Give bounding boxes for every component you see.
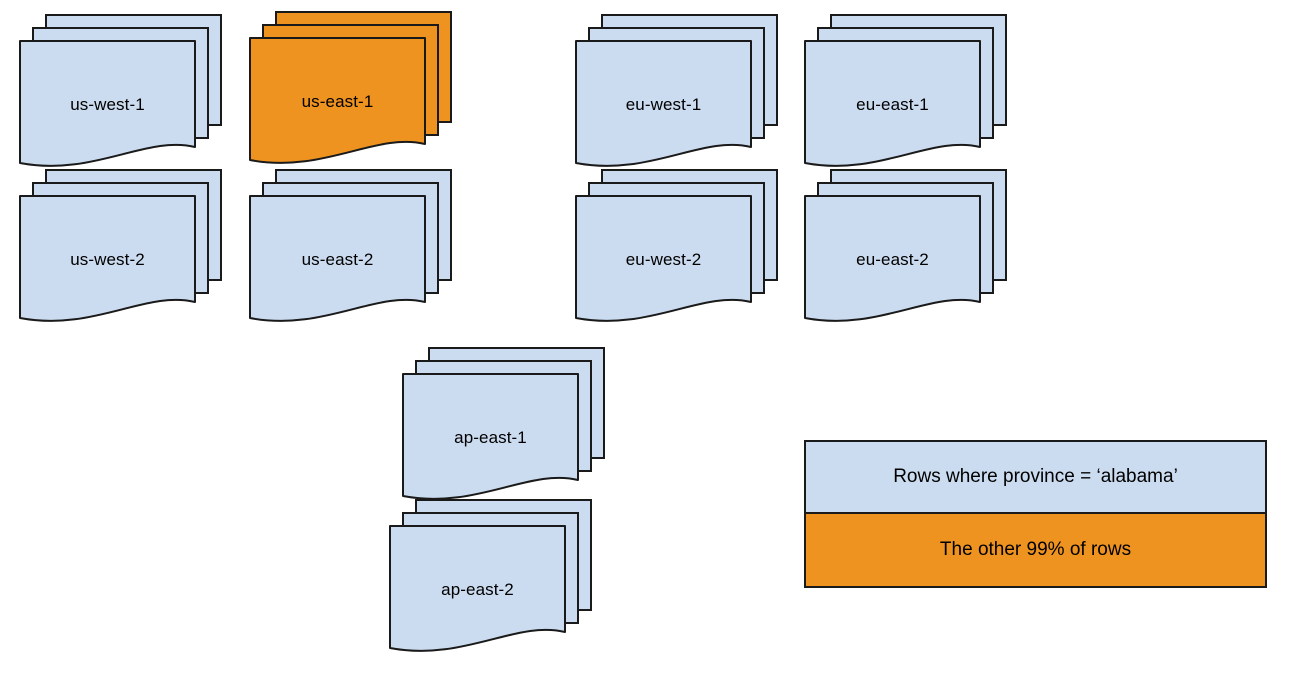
region-stack-us-west-2[interactable]: us-west-2 [19,169,230,325]
legend-row-other: The other 99% of rows [806,514,1265,586]
region-stack-us-east-2[interactable]: us-east-2 [249,169,460,325]
legend-label-alabama: Rows where province = ‘alabama’ [893,466,1178,487]
stack-sheet-front [402,373,579,500]
region-stack-us-west-1[interactable]: us-west-1 [19,14,230,170]
legend-box: Rows where province = ‘alabama’ The othe… [804,440,1267,588]
stack-sheet-front [19,40,196,167]
stack-sheet-front [389,525,566,652]
stack-sheet-front [575,195,752,322]
stack-sheet-front [804,195,981,322]
stack-sheet-front [804,40,981,167]
region-stack-eu-west-1[interactable]: eu-west-1 [575,14,786,170]
region-stack-eu-east-1[interactable]: eu-east-1 [804,14,1015,170]
region-stack-us-east-1[interactable]: us-east-1 [249,11,460,167]
region-stack-ap-east-2[interactable]: ap-east-2 [389,499,600,655]
region-stack-eu-east-2[interactable]: eu-east-2 [804,169,1015,325]
stack-sheet-front [249,195,426,322]
legend-row-alabama: Rows where province = ‘alabama’ [806,442,1265,514]
region-stack-ap-east-1[interactable]: ap-east-1 [402,347,613,503]
stack-sheet-front [19,195,196,322]
region-stack-eu-west-2[interactable]: eu-west-2 [575,169,786,325]
stack-sheet-front [249,37,426,164]
legend-label-other: The other 99% of rows [939,539,1132,560]
stack-sheet-front [575,40,752,167]
